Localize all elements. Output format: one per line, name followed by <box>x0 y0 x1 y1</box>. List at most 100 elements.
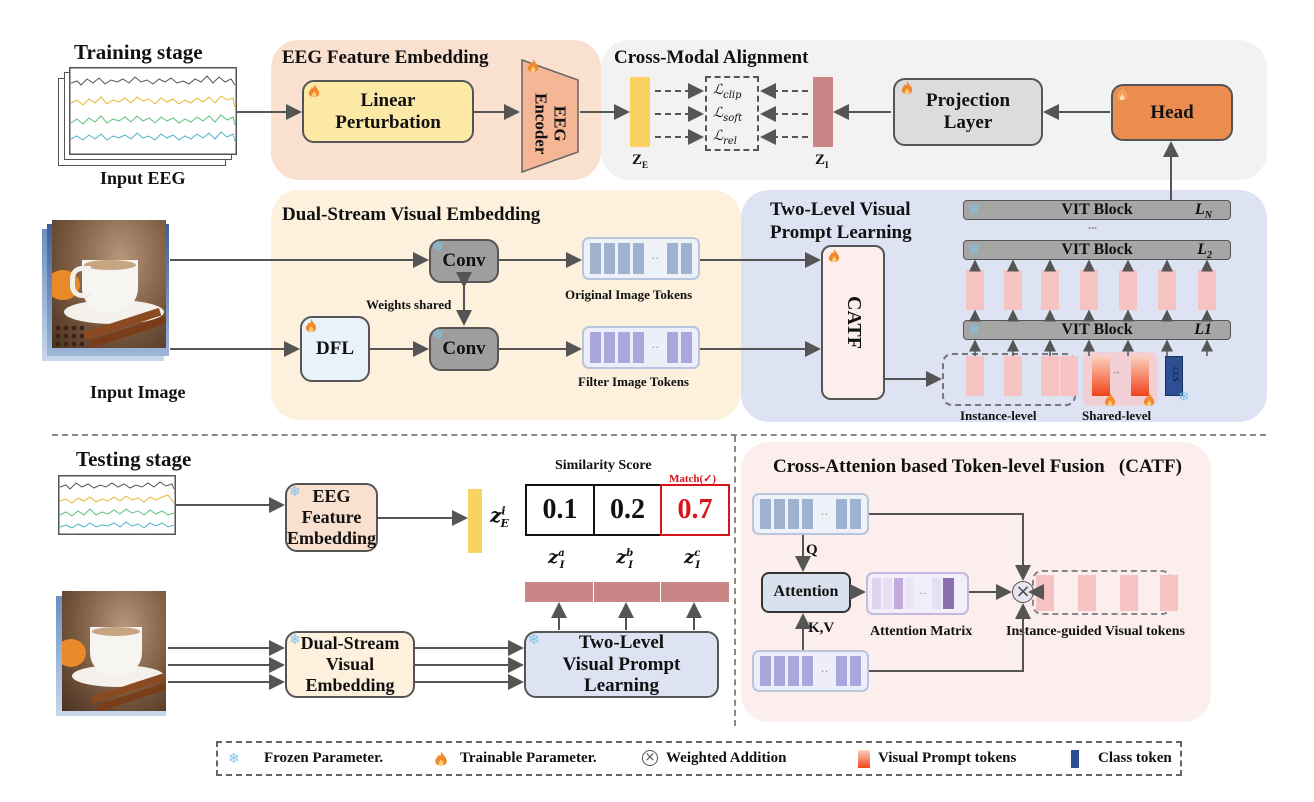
stage-separator-vertical <box>734 436 736 726</box>
shared-level-label: Shared-level <box>1082 408 1152 423</box>
snowflake-icon: ❄ <box>528 632 540 648</box>
test-eeg-feature-embedding-box[interactable]: EEG Feature Embedding <box>285 483 378 552</box>
original-image-tokens-label: Original Image Tokens <box>565 287 693 302</box>
visual-prompt-token-icon <box>858 750 870 768</box>
snowflake-icon: ❄ <box>289 484 301 500</box>
flame-icon <box>901 81 913 95</box>
instance-level-label: Instance-level <box>960 408 1037 423</box>
instance-token <box>966 356 984 396</box>
vit-ellipsis: ... <box>1088 218 1097 232</box>
weighted-addition-node: × <box>1012 581 1034 603</box>
cls-token: CLS <box>1165 356 1183 396</box>
cross-modal-alignment-title: Cross-Modal Alignment <box>614 47 809 68</box>
attention-box[interactable]: Attention <box>761 572 851 613</box>
projection-layer-box[interactable]: Projection Layer <box>893 78 1043 146</box>
test-eeg-signal-plot <box>58 475 176 535</box>
input-eeg-label: Input EEG <box>100 168 186 188</box>
flame-icon <box>1116 87 1128 101</box>
instance-guided-token <box>1036 575 1054 611</box>
kv-label: K,V <box>808 620 835 636</box>
test-two-level-box[interactable]: Two-Level Visual Prompt Learning <box>524 631 719 698</box>
test-coffee-image <box>62 591 166 711</box>
score-cell-a: 0.1 <box>525 484 595 536</box>
prompt-token <box>1080 270 1098 310</box>
legend-weighted-addition: Weighted Addition <box>666 750 787 766</box>
eeg-encoder[interactable] <box>520 58 580 174</box>
flame-icon <box>828 249 840 263</box>
original-image-tokens: ·· <box>582 237 700 280</box>
eeg-encoder-label: EEG Encoder <box>532 92 570 155</box>
test-dual-stream-box[interactable]: Dual-Stream Visual Embedding <box>285 631 415 698</box>
flame-icon <box>1143 393 1155 407</box>
loss-rel: ℒrel <box>713 128 737 147</box>
similarity-score-title: Similarity Score <box>555 458 652 473</box>
attention-matrix-label: Attention Matrix <box>870 624 973 639</box>
prompt-token <box>966 270 984 310</box>
z-e-label: ZE <box>632 152 649 170</box>
eeg-feature-embedding-title: EEG Feature Embedding <box>282 47 489 68</box>
candidate-label-a: zaI <box>548 547 565 571</box>
stage-separator-horizontal <box>52 434 1266 436</box>
instance-guided-token <box>1160 575 1178 611</box>
prompt-token <box>1119 270 1137 310</box>
snowflake-icon: ❄ <box>289 632 301 648</box>
linear-perturbation-box[interactable]: Linear Perturbation <box>302 80 474 143</box>
snowflake-icon: ❄ <box>968 202 980 218</box>
flame-icon <box>308 84 320 98</box>
catf-query-tokens: ·· <box>752 493 869 535</box>
instance-token <box>1041 356 1059 396</box>
legend-visual-prompt: Visual Prompt tokens <box>878 750 1017 766</box>
input-image-label: Input Image <box>90 382 186 402</box>
test-z-e-label: ziE <box>490 503 509 530</box>
score-cell-c-match: 0.7 <box>660 484 730 536</box>
catf-box[interactable]: CATF <box>821 245 885 400</box>
z-e-bar <box>630 77 650 147</box>
loss-clip: ℒclip <box>713 82 742 101</box>
prompt-token <box>1158 270 1176 310</box>
z-i-bar <box>813 77 833 147</box>
vit-block-l1[interactable]: ❄ VIT Block L1 <box>963 320 1231 340</box>
catf-title: Cross-Attenion based Token-level Fusion … <box>773 456 1182 477</box>
flame-icon <box>527 59 539 73</box>
circled-times-icon: × <box>642 750 658 766</box>
legend-frozen: Frozen Parameter. <box>264 750 384 766</box>
snowflake-icon: ❄ <box>432 239 444 255</box>
coffee-image <box>52 220 166 348</box>
prompt-token <box>1041 270 1059 310</box>
vit-block-ln[interactable]: ❄ VIT Block LN <box>963 200 1231 221</box>
legend-class-token: Class token <box>1098 750 1172 766</box>
snowflake-icon: ❄ <box>432 327 444 343</box>
testing-stage-title: Testing stage <box>76 447 192 471</box>
snowflake-icon: ❄ <box>1178 389 1190 405</box>
test-z-e-bar <box>468 489 482 553</box>
dual-stream-title: Dual-Stream Visual Embedding <box>282 204 541 225</box>
legend-trainable: Trainable Parameter. <box>460 750 597 766</box>
z-i-label: ZI <box>815 152 829 170</box>
score-cell-b: 0.2 <box>593 484 662 536</box>
shared-prompt-token <box>1131 356 1149 396</box>
class-token-icon <box>1071 750 1079 768</box>
eeg-signal-plot <box>69 67 237 155</box>
weights-shared-label: Weights shared <box>366 297 452 312</box>
instance-guided-token <box>1120 575 1138 611</box>
filter-image-tokens: ·· <box>582 326 700 369</box>
head-box[interactable]: Head <box>1111 84 1233 141</box>
flame-icon <box>305 319 317 333</box>
attention-matrix: ·· <box>866 572 969 615</box>
catf-key-value-tokens: ·· <box>752 650 869 692</box>
conv-box-bottom[interactable]: Conv <box>429 327 499 371</box>
vit-block-l2[interactable]: ❄ VIT Block L2 <box>963 240 1231 261</box>
q-label: Q <box>806 542 818 558</box>
candidate-label-c: zcI <box>684 547 701 571</box>
prompt-token <box>1198 270 1216 310</box>
two-level-title: Two-Level Visual Prompt Learning <box>770 199 912 243</box>
candidate-label-b: zbI <box>616 547 634 571</box>
match-label: Match(✓) <box>669 473 717 485</box>
snowflake-icon: ❄ <box>968 242 980 258</box>
legend: ❄ Frozen Parameter. Trainable Parameter.… <box>216 741 1182 776</box>
shared-prompt-token <box>1092 356 1110 396</box>
image-feature-bar-a <box>525 582 593 602</box>
snowflake-icon: ❄ <box>968 322 980 338</box>
flame-icon <box>1104 393 1116 407</box>
flame-icon <box>435 751 447 766</box>
